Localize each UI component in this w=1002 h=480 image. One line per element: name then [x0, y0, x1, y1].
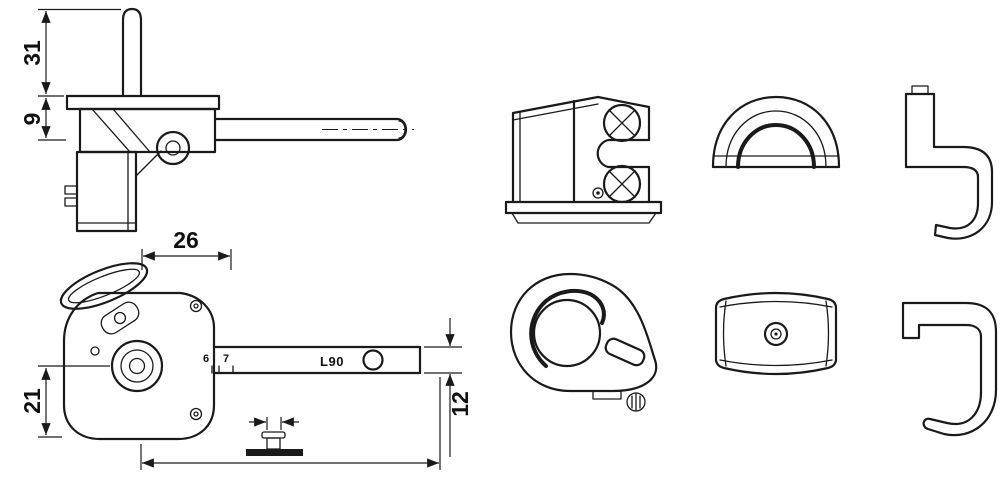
- hook-outline: [904, 92, 994, 240]
- bar-length-label: L90: [320, 354, 344, 369]
- dimension-label-26: 26: [173, 227, 199, 253]
- barrel-bottom-contour: [719, 359, 833, 367]
- bracket-outline: [511, 95, 651, 204]
- hub-middle: [120, 349, 154, 383]
- rivet-hole: [189, 407, 203, 421]
- rivet-hole-center: [193, 411, 199, 417]
- cam-bore: [532, 298, 602, 368]
- bracket-top-line: [512, 103, 599, 121]
- bracket-notch: [596, 138, 651, 169]
- keeper-outline: [901, 301, 998, 437]
- side-view-assembly: 31 9: [19, 7, 414, 233]
- rivet-stem: [266, 437, 281, 450]
- dimension-label-31: 31: [19, 40, 45, 66]
- pilot-hole-center: [596, 191, 600, 195]
- body-detail-line: [91, 108, 131, 153]
- cam-outline: [509, 272, 658, 393]
- part-hook-bracket: [904, 85, 994, 240]
- barrel-hole-center: [774, 332, 778, 336]
- dimension-31: 31: [19, 8, 121, 97]
- side-tab: [64, 197, 78, 207]
- part-mounting-bracket: [504, 95, 663, 224]
- dimension-label-12: 12: [447, 391, 473, 417]
- housing-outline: [62, 291, 216, 441]
- hook-tab: [911, 85, 929, 95]
- pilot-hole: [592, 187, 604, 199]
- bar-hole: [362, 349, 384, 371]
- thumb-lever: [59, 262, 149, 310]
- dome-outer: [711, 95, 841, 169]
- dimension-overall: [140, 377, 441, 470]
- bar-scale-mark-7: 7: [223, 353, 229, 365]
- pin-outline: [121, 7, 143, 98]
- part-hook-keeper: [901, 301, 998, 437]
- boss-outer: [155, 130, 191, 166]
- screw-cross: [608, 170, 636, 198]
- screw-bottom: [602, 164, 642, 204]
- part-roller-barrel: [714, 291, 838, 376]
- thumb-lever-inner: [67, 268, 141, 304]
- barrel-right-contour: [825, 300, 830, 367]
- hub-outer: [110, 339, 164, 393]
- rivet-detail: [246, 417, 303, 456]
- dimension-12: 12: [424, 318, 473, 457]
- cam-latch-body: [604, 337, 646, 367]
- part-dome-cap: [711, 95, 841, 169]
- latch-body: [100, 301, 140, 335]
- dimension-9: 9: [19, 98, 66, 141]
- hub-inner: [128, 357, 146, 375]
- barrel-hole-outer: [763, 321, 789, 347]
- bracket-base-lip: [511, 212, 657, 224]
- dimension-label-21: 21: [19, 388, 45, 414]
- cam-foot: [592, 390, 622, 400]
- latch-pivot: [113, 311, 127, 325]
- knurled-screw: [626, 392, 646, 412]
- part-cam-lock: [509, 272, 658, 412]
- barrel-hole-inner: [770, 328, 782, 340]
- rivet-hole: [189, 299, 203, 313]
- rivet-hole: [90, 346, 100, 356]
- bar-scale-mark-6: 6: [203, 353, 209, 365]
- dimension-26: 26: [141, 227, 232, 270]
- side-tab: [64, 185, 78, 195]
- barrel-outline: [714, 291, 838, 376]
- lower-block: [75, 150, 138, 233]
- barrel-top-contour: [719, 300, 833, 308]
- rivet-hole-center: [193, 303, 199, 309]
- front-view-assembly: 6 7 L90 26 21 12: [19, 227, 473, 470]
- top-plate: [65, 94, 221, 111]
- dimension-21: 21: [19, 365, 110, 438]
- cam-spring-hook: [544, 288, 606, 325]
- dimension-label-9: 9: [19, 113, 45, 126]
- latch-detail: [100, 301, 140, 335]
- rivet-head: [261, 431, 286, 439]
- gear-body: [78, 107, 217, 154]
- cam-latch: [604, 337, 646, 367]
- barrel-left-contour: [722, 300, 727, 367]
- bracket-base: [504, 200, 663, 215]
- block-chamfer: [135, 150, 162, 177]
- screw-top: [602, 103, 642, 143]
- cam-spring: [529, 299, 548, 368]
- screw-cross: [608, 109, 636, 137]
- boss-inner: [165, 140, 181, 156]
- dome-core: [736, 122, 816, 169]
- dome-inner: [725, 110, 827, 168]
- body-detail-line: [112, 108, 151, 153]
- rivet-base-plate: [246, 449, 303, 456]
